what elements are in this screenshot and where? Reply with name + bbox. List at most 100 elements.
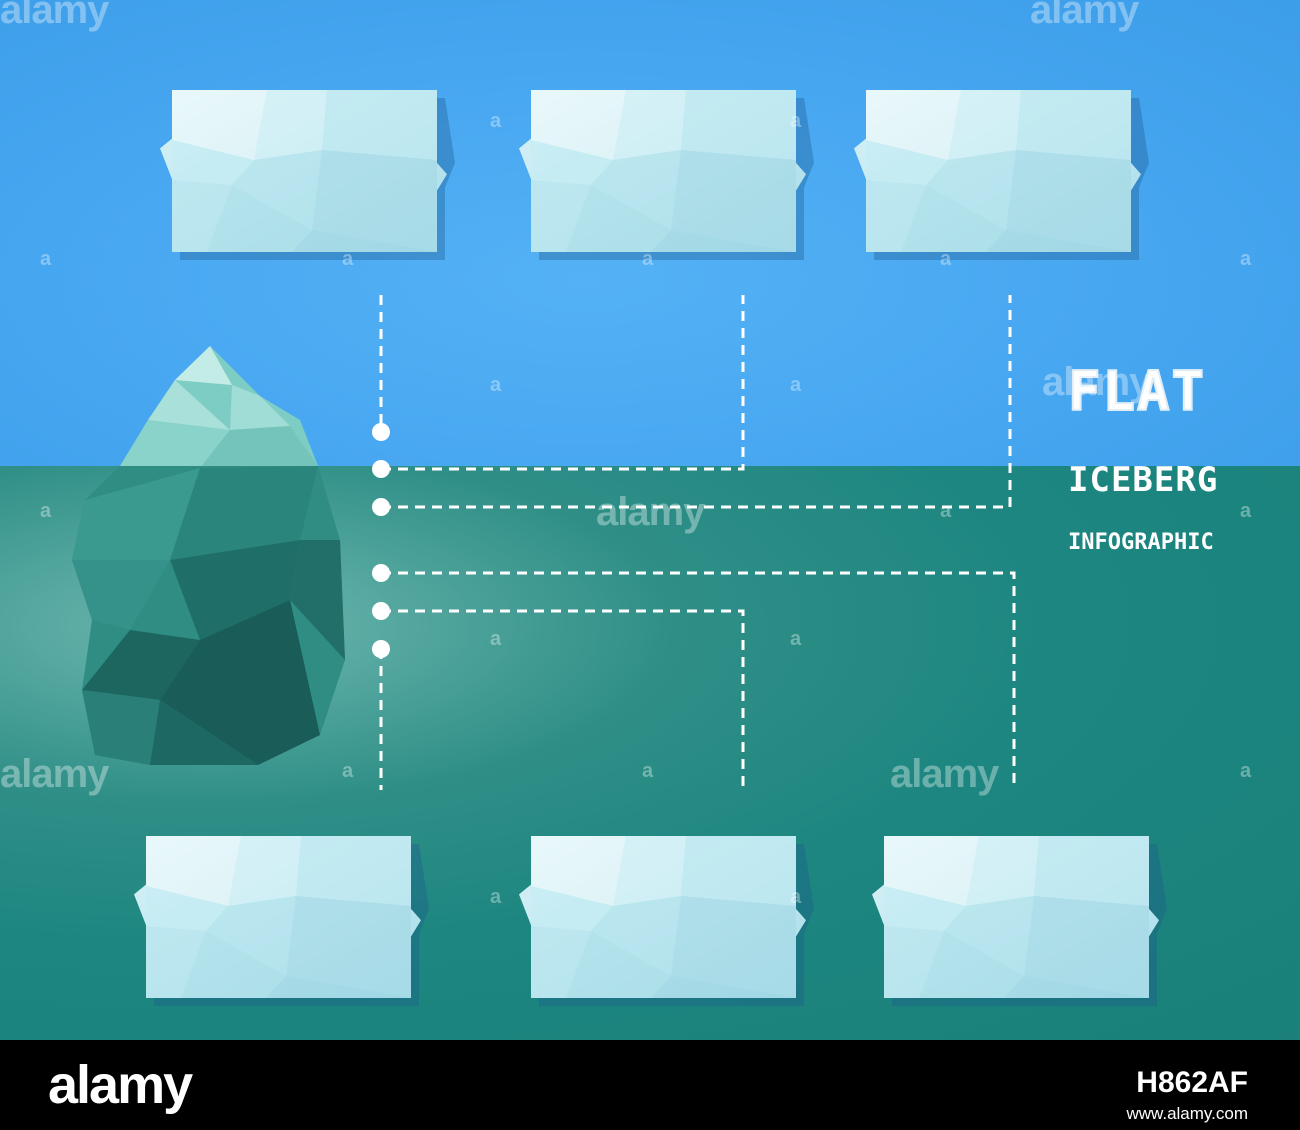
ice-card-facet <box>919 931 1024 998</box>
watermark-mark: a <box>490 374 502 396</box>
watermark: alamy <box>0 752 109 796</box>
ice-card-facet <box>146 926 206 998</box>
ice-card-facet <box>866 140 948 185</box>
footer-bar: alamy H862AF www.alamy.com <box>0 1040 1300 1130</box>
watermark: alamy <box>890 752 999 796</box>
ice-card-facet <box>566 185 671 252</box>
ice-card-facet <box>884 886 966 931</box>
ice-card-facet <box>531 836 626 906</box>
watermark-mark: a <box>1240 760 1252 782</box>
connector-node <box>372 640 390 658</box>
ice-card-facet <box>986 230 1131 252</box>
watermark-mark: a <box>790 374 802 396</box>
ice-card-facet <box>1004 976 1149 998</box>
ice-card-facet <box>266 976 411 998</box>
watermark-mark: a <box>490 886 502 908</box>
connector-node <box>372 564 390 582</box>
watermark-mark: a <box>790 886 802 908</box>
watermark-mark: a <box>1240 248 1252 270</box>
ice-card-facet <box>944 896 1034 976</box>
ice-card-facet <box>531 140 613 185</box>
ice-card-facet <box>286 896 411 998</box>
footer-image-id: H862AF <box>1136 1066 1248 1099</box>
watermark: alamy <box>1042 360 1151 404</box>
connector-top-middle <box>381 295 745 471</box>
watermark-mark: a <box>790 110 802 132</box>
connector-nodes <box>372 423 390 658</box>
ice-card-facet <box>566 931 671 998</box>
connector-node <box>372 602 390 620</box>
ice-card-facet <box>1024 896 1149 998</box>
watermark-mark: a <box>40 500 52 522</box>
footer-logo: alamy <box>48 1055 193 1115</box>
watermark-mark: a <box>342 760 354 782</box>
ice-card-facet <box>1034 836 1149 906</box>
ice-card-facet <box>866 180 926 252</box>
ice-card-bottom-3 <box>872 836 1167 1006</box>
ice-card-facet <box>884 836 979 906</box>
watermark: alamy <box>1030 0 1139 32</box>
ice-card-bottom-1 <box>134 836 429 1006</box>
ice-card-facet <box>1006 150 1131 252</box>
connector-top-right <box>381 295 1012 509</box>
ice-card-facet <box>254 90 327 160</box>
connector-node <box>372 460 390 478</box>
ice-card-facet <box>531 926 591 998</box>
watermark-mark: a <box>642 248 654 270</box>
ice-card-bottom-2 <box>519 836 814 1006</box>
ice-card-facet <box>312 150 437 252</box>
ice-card-facet <box>146 836 241 906</box>
title-iceberg: ICEBERG <box>1068 460 1219 500</box>
ice-card-top-3 <box>854 90 1149 260</box>
watermark-mark: a <box>490 110 502 132</box>
ice-card-facet <box>207 185 312 252</box>
ice-card-facet <box>671 896 796 998</box>
ice-card-facet <box>866 90 961 160</box>
watermark-mark: a <box>342 248 354 270</box>
ice-card-facet <box>322 90 437 160</box>
ice-card-facet <box>292 230 437 252</box>
ice-card-facet <box>681 836 796 906</box>
ice-card-facet <box>206 896 296 976</box>
connector-node <box>372 423 390 441</box>
ice-card-top-1 <box>160 90 455 260</box>
watermark-mark: a <box>940 500 952 522</box>
ice-card-facet <box>172 180 232 252</box>
ice-card-facet <box>146 886 228 931</box>
ice-card-facet <box>613 90 686 160</box>
ice-card-facet <box>651 976 796 998</box>
ice-card-facet <box>966 836 1039 906</box>
ice-card-facet <box>181 931 286 998</box>
ice-card-top-2 <box>519 90 814 260</box>
watermark-mark: a <box>1240 500 1252 522</box>
connector-node <box>372 498 390 516</box>
iceberg-illustration <box>72 346 345 765</box>
ice-card-facet <box>531 90 626 160</box>
watermark-mark: a <box>790 628 802 650</box>
ice-card-facet <box>232 150 322 230</box>
connector-bottom-right <box>381 571 1016 790</box>
iceberg-diagram <box>72 90 1167 1006</box>
ice-card-group <box>134 90 1167 1006</box>
ice-card-facet <box>1016 90 1131 160</box>
connector-lines <box>379 295 1016 790</box>
watermark-mark: a <box>40 248 52 270</box>
ice-card-facet <box>681 90 796 160</box>
ice-card-facet <box>591 150 681 230</box>
ice-card-facet <box>228 836 301 906</box>
watermark: alamy <box>596 490 705 534</box>
title-infographic: INFOGRAPHIC <box>1068 530 1214 555</box>
title-flat: FLAT <box>1067 359 1207 424</box>
ice-card-facet <box>531 180 591 252</box>
ice-card-facet <box>172 140 254 185</box>
footer-url: www.alamy.com <box>1126 1104 1248 1123</box>
ice-card-facet <box>926 150 1016 230</box>
ice-card-facet <box>296 836 411 906</box>
ice-card-facet <box>531 886 613 931</box>
watermark-mark: a <box>940 248 952 270</box>
ice-card-facet <box>671 150 796 252</box>
watermark-mark: a <box>490 628 502 650</box>
watermark: alamy <box>0 0 109 32</box>
ice-card-facet <box>901 185 1006 252</box>
ice-card-facet <box>591 896 681 976</box>
